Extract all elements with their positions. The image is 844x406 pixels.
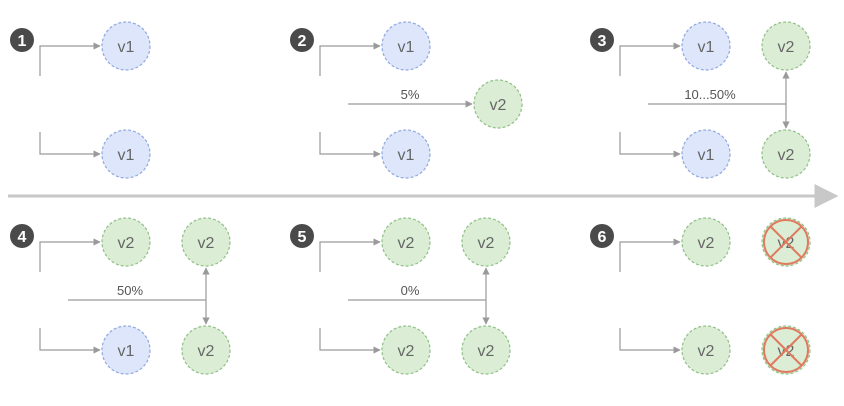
traffic-percent-label: 5% [401,87,420,102]
service-node-right-top-label: v2 [198,235,215,252]
service-node-right-bottom: v2 [461,325,511,375]
service-node-right-top-label: v2 [778,39,795,56]
service-node-right-bottom: v2 [181,325,231,375]
step-badge: 2 [290,28,314,52]
service-node-right-top: v2 [181,217,231,267]
service-node-bottom: v1 [101,325,151,375]
step-badge: 1 [10,28,34,52]
service-node-bottom-label: v2 [698,343,715,360]
step-panel-4: 4 v2 v1 v2 v2 50% [10,217,231,375]
step-number: 2 [298,33,307,50]
route-line-bottom [619,132,681,158]
service-node-bottom: v1 [681,129,731,179]
route-line-top [319,42,381,76]
step-panel-1: 1 v1 v1 [10,21,151,179]
service-node-top: v1 [101,21,151,71]
step-badge: 3 [590,28,614,52]
service-node-middle-label: v2 [490,97,507,114]
service-node-bottom-label: v1 [698,147,715,164]
service-node-right-top: v2 [761,217,811,267]
service-node-top: v2 [101,217,151,267]
step-panel-2: 2 v1 v1 v2 5% [290,21,523,179]
step-badge: 4 [10,224,34,248]
step-panel-3: 3 v1 v1 v2 v2 10...50% [590,21,811,179]
service-node-bottom: v2 [381,325,431,375]
step-number: 5 [298,229,307,246]
service-node-bottom-label: v1 [118,343,135,360]
step-number: 1 [18,33,27,50]
removed-cross-icon [763,327,809,373]
service-node-right-top-label: v2 [778,235,795,252]
step-badge: 6 [590,224,614,248]
service-node-top-label: v1 [118,39,135,56]
service-node-bottom: v1 [101,129,151,179]
service-node-right-top: v2 [461,217,511,267]
step-number: 6 [598,229,607,246]
service-node-bottom-label: v1 [398,147,415,164]
service-node-right-bottom-label: v2 [778,343,795,360]
service-node-top: v2 [381,217,431,267]
service-node-right-bottom: v2 [761,325,811,375]
traffic-percent-label: 10...50% [684,87,736,102]
removed-cross-icon [763,219,809,265]
service-node-top-label: v2 [698,235,715,252]
service-node-right-bottom-label: v2 [778,147,795,164]
service-node-right-bottom-label: v2 [198,343,215,360]
service-node-right-bottom: v2 [761,129,811,179]
service-node-top-label: v2 [398,235,415,252]
route-line-top [619,238,681,272]
route-line-top [319,238,381,272]
service-node-bottom: v1 [381,129,431,179]
route-line-bottom [39,132,101,158]
step-panel-6: 6 v2 v2 v2 v2 [590,217,811,375]
service-node-top-label: v2 [118,235,135,252]
service-node-middle: v2 [473,79,523,129]
service-node-right-top-label: v2 [478,235,495,252]
traffic-percent-label: 0% [401,283,420,298]
service-node-right-bottom-label: v2 [478,343,495,360]
step-number: 4 [18,229,27,246]
route-line-bottom [319,328,381,354]
route-line-top [39,42,101,76]
traffic-percent-label: 50% [117,283,143,298]
step-panel-5: 5 v2 v2 v2 v2 0% [290,217,511,375]
service-node-top-label: v1 [698,39,715,56]
route-line-bottom [319,132,381,158]
route-line-top [619,42,681,76]
step-number: 3 [598,33,607,50]
step-badge: 5 [290,224,314,248]
service-node-bottom-label: v2 [398,343,415,360]
service-node-bottom-label: v1 [118,147,135,164]
route-line-top [39,238,101,272]
service-node-top: v1 [381,21,431,71]
service-node-right-top: v2 [761,21,811,71]
route-line-bottom [39,328,101,354]
route-line-bottom [619,328,681,354]
service-node-bottom: v2 [681,325,731,375]
service-node-top: v1 [681,21,731,71]
service-node-top-label: v1 [398,39,415,56]
service-node-top: v2 [681,217,731,267]
